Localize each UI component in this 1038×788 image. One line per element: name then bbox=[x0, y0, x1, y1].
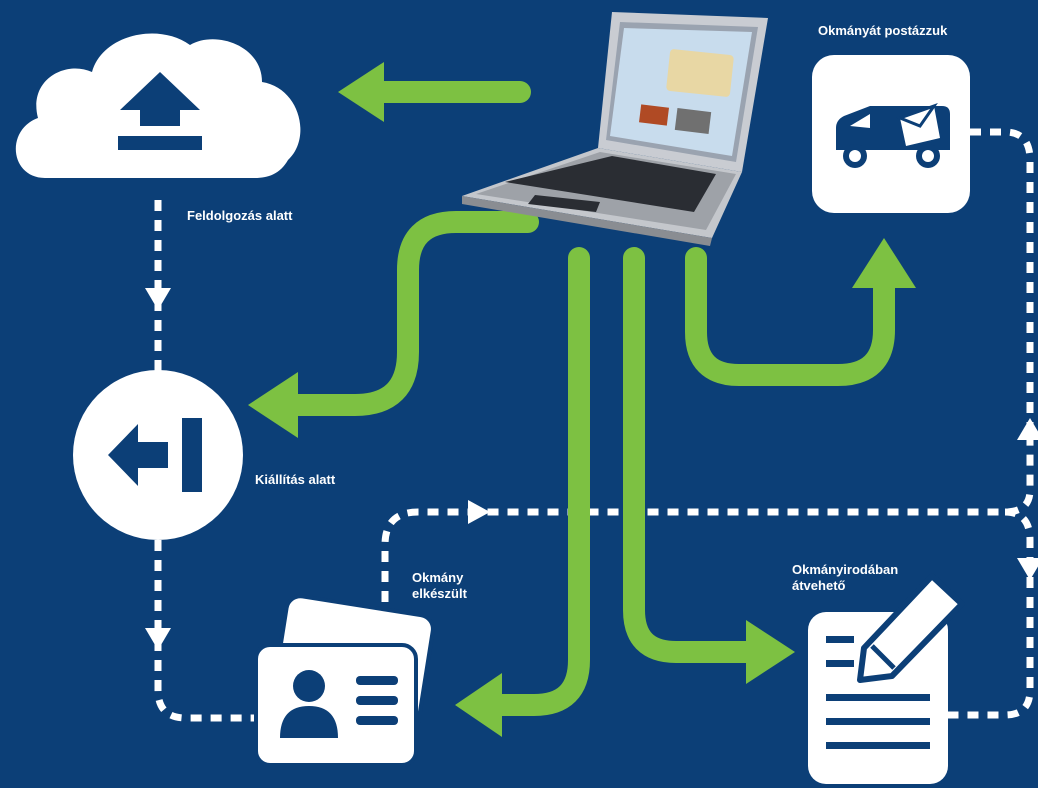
arrowhead-down-1 bbox=[145, 288, 171, 310]
green-head-up bbox=[852, 238, 916, 288]
laptop-icon bbox=[462, 12, 768, 246]
dotted-line-card-to-van bbox=[381, 430, 1034, 602]
arrowhead-down-2 bbox=[145, 628, 171, 650]
label-issuing: Kiállítás alatt bbox=[255, 472, 336, 487]
flow-laptop-to-van bbox=[685, 247, 895, 386]
flow-arrows bbox=[284, 81, 895, 716]
green-head-left-1 bbox=[338, 62, 384, 122]
delivery-van-icon bbox=[812, 55, 970, 213]
id-card-icon bbox=[254, 594, 435, 767]
flow-laptop-to-issue bbox=[284, 211, 539, 416]
document-edit-icon bbox=[808, 573, 965, 784]
label-processing: Feldolgozás alatt bbox=[187, 208, 293, 223]
green-head-right bbox=[746, 620, 795, 684]
cloud-upload-icon bbox=[15, 33, 301, 178]
arrowhead-up-1 bbox=[1017, 418, 1038, 440]
dotted-line-to-document bbox=[945, 508, 1034, 719]
green-head-left-2 bbox=[248, 372, 298, 438]
label-document-ready: Okmány elkészült bbox=[412, 570, 467, 601]
status-lines bbox=[154, 128, 1034, 722]
dotted-line-van-side bbox=[970, 128, 1034, 430]
arrowhead-down-3 bbox=[1017, 558, 1038, 580]
arrow-to-bar-icon bbox=[73, 370, 243, 540]
label-document-posted: Okmányát postázzuk bbox=[818, 23, 948, 38]
label-pickup-at-office: Okmányirodában átvehető bbox=[792, 562, 899, 593]
flow-laptop-to-card bbox=[487, 247, 590, 716]
flow-arrowheads bbox=[248, 62, 916, 737]
status-arrowheads bbox=[145, 288, 1038, 650]
green-head-left-3 bbox=[455, 673, 502, 737]
arrowhead-right-1 bbox=[468, 500, 490, 524]
dotted-line-issue-to-card bbox=[154, 540, 255, 722]
flow-laptop-to-document bbox=[623, 247, 761, 663]
